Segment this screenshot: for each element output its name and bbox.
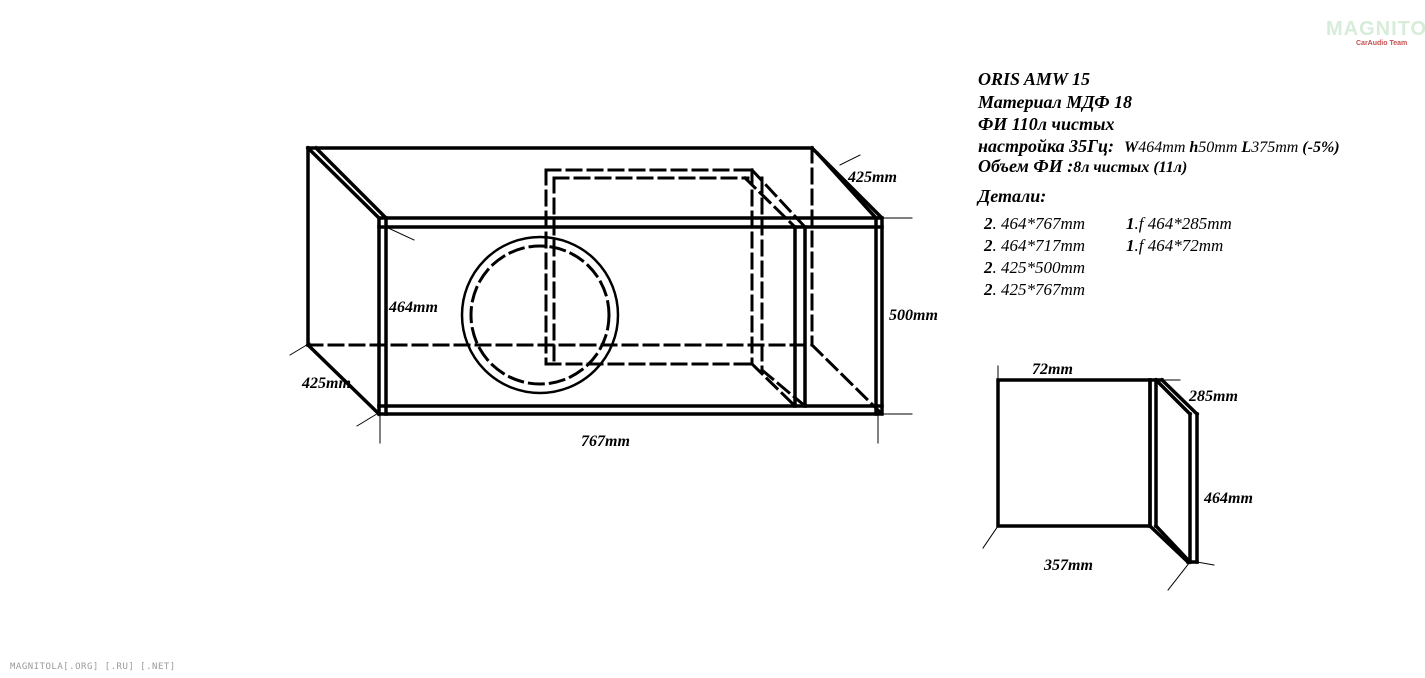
logo-text: MAGNITOLA: [1326, 18, 1425, 40]
material-line: Материал МДФ 18: [978, 92, 1133, 112]
dim-tick: [289, 342, 311, 356]
tuning-w-value: 464mm: [1138, 139, 1186, 156]
dim-depth-top: 425mm: [847, 169, 897, 186]
tuning-h-value: 50mm: [1198, 139, 1238, 156]
speaker-cutout-outer: [460, 235, 620, 395]
dim-port-height: 464mm: [1203, 490, 1253, 507]
dim-inner-height: 464mm: [388, 299, 438, 316]
part-row: 1.f 464*72mm: [1126, 236, 1224, 255]
port-volume-net: ФИ 110л чистых: [978, 114, 1115, 134]
box-bottom-right-depth-edge: [809, 342, 885, 417]
subwoofer-box: 425mm 464mm 500mm 425mm 767mm: [289, 145, 938, 450]
port-volume-label: Объем ФИ :: [978, 156, 1074, 176]
logo-subtext: CarAudio Team: [1356, 40, 1408, 47]
tuning-l-letter: L: [1241, 139, 1252, 156]
port-volume-line: Объем ФИ :8л чистых (11л): [978, 156, 1187, 177]
dim-tick: [356, 411, 381, 427]
speaker-cutout-inner: [469, 244, 611, 386]
dim-tick: [385, 226, 415, 241]
box-front-face: [377, 216, 884, 416]
tuning-line: настройка 35Гц: W464mm h50mm L375mm (-5%…: [978, 136, 1340, 157]
box-bottom-left-depth-edge: [305, 342, 382, 417]
parts-heading: Детали:: [978, 186, 1047, 206]
part-row: 2. 425*767mm: [984, 280, 1086, 299]
dim-port-depth: 285mm: [1188, 388, 1238, 405]
tuning-tolerance: (-5%): [1302, 139, 1340, 156]
port-top-edge: [1159, 377, 1200, 417]
part-row: 1.f 464*285mm: [1126, 214, 1232, 233]
magnitola-logo: MAGNITOLA CarAudio Team: [1326, 18, 1425, 52]
port-bottom-edge: [1147, 523, 1191, 565]
port-front-rect: [996, 378, 1152, 528]
dim-outer-height: 500mm: [889, 307, 938, 324]
tuning-h-letter: h: [1189, 139, 1199, 156]
port-detail: 72mm 285mm 464mm 357mm: [982, 361, 1253, 591]
model-title: ORIS AMW 15: [978, 69, 1091, 89]
tuning-w-letter: W: [1124, 139, 1139, 156]
part-row: 2. 425*500mm: [984, 258, 1086, 277]
dim-port-length: 357mm: [1043, 557, 1093, 574]
dim-length: 767mm: [581, 433, 630, 450]
box-top-left-depth-inner: [313, 145, 389, 221]
part-row: 2. 464*767mm: [984, 214, 1086, 233]
tuning-l-value: 375mm: [1251, 139, 1299, 156]
dim-depth-bottom: 425mm: [301, 375, 351, 392]
footer-watermark: MAGNITOLA[.ORG] [.RU] [.NET]: [10, 662, 176, 672]
port-wall-hidden: [544, 167, 808, 409]
part-row: 2. 464*717mm: [984, 236, 1086, 255]
dim-tick: [839, 154, 861, 166]
tuning-label: настройка 35Гц:: [978, 136, 1115, 156]
dim-port-width: 72mm: [1032, 361, 1073, 378]
box-top-left-depth-edge: [305, 145, 382, 221]
port-volume-value: 8л чистых (11л): [1073, 159, 1188, 176]
box-top-right-depth-inner: [815, 151, 879, 221]
